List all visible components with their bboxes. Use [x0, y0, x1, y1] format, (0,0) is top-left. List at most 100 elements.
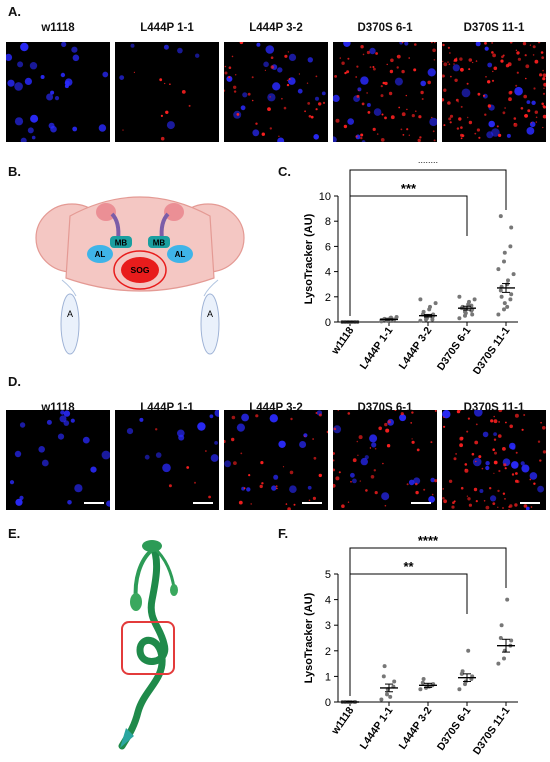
- nucleus-spot: [64, 78, 73, 86]
- lysotracker-spot: [421, 98, 424, 100]
- nucleus-spot: [102, 71, 109, 78]
- nucleus-spot: [352, 478, 357, 484]
- nucleus-spot: [360, 76, 369, 85]
- lysotracker-spot: [430, 441, 433, 444]
- lysotracker-spot: [251, 99, 254, 102]
- nucleus-spot: [333, 94, 340, 102]
- lysotracker-spot: [335, 118, 340, 123]
- lysotracker-spot: [338, 471, 341, 474]
- lysotracker-spot: [418, 115, 422, 119]
- data-point: [421, 309, 426, 314]
- lysotracker-spot: [498, 421, 500, 423]
- lysotracker-spot: [542, 126, 544, 129]
- nucleus-spot: [27, 127, 34, 134]
- lysotracker-spot: [498, 410, 503, 413]
- lysotracker-spot: [304, 435, 306, 437]
- lysotracker-spot: [390, 58, 394, 63]
- lysotracker-spot: [366, 50, 370, 55]
- lysotracker-spot: [406, 108, 408, 111]
- y-tick-label: 8: [325, 216, 331, 228]
- lysotracker-spot: [524, 114, 528, 118]
- nucleus-spot: [41, 459, 49, 467]
- brain-label-al-left: AL: [95, 250, 106, 259]
- scale-bar: [302, 502, 322, 504]
- nucleus-spot: [399, 414, 407, 422]
- nucleus-spot: [7, 79, 15, 87]
- lysotracker-spot: [515, 451, 518, 454]
- nucleus-spot: [484, 46, 489, 51]
- lysotracker-spot: [398, 106, 401, 109]
- data-point: [496, 661, 501, 666]
- lysotracker-spot: [457, 101, 459, 103]
- nucleus-spot: [303, 433, 308, 438]
- lysotracker-spot: [337, 410, 340, 412]
- data-point: [498, 288, 503, 293]
- nucleus-spot: [195, 53, 200, 58]
- nucleus-spot: [38, 446, 45, 453]
- lysotracker-spot: [530, 506, 533, 508]
- lysotracker-spot: [401, 69, 405, 74]
- micrograph-d-4-svg: [442, 410, 546, 510]
- lysotracker-spot: [339, 57, 341, 59]
- lysotracker-spot: [208, 495, 211, 499]
- lysotracker-spot: [501, 55, 504, 59]
- lysotracker-spot: [384, 504, 387, 507]
- nucleus-spot: [50, 125, 57, 133]
- lysotracker-spot: [343, 124, 348, 129]
- lysotracker-spot: [443, 499, 447, 504]
- nucleus-spot: [413, 477, 421, 485]
- lysotracker-spot: [540, 51, 544, 54]
- lysotracker-spot: [385, 428, 390, 433]
- y-tick-label: 3: [325, 620, 331, 632]
- lysotracker-spot: [370, 475, 375, 479]
- nucleus-spot: [60, 410, 65, 415]
- lysotracker-spot: [456, 410, 461, 414]
- nucleus-spot: [493, 432, 497, 436]
- lysotracker-spot: [235, 74, 237, 76]
- lysotracker-spot: [447, 61, 449, 63]
- data-point: [496, 267, 501, 272]
- lysotracker-spot: [384, 116, 387, 120]
- nucleus-spot: [267, 93, 276, 102]
- lysotracker-spot: [471, 452, 475, 456]
- lysotracker-spot: [344, 71, 347, 75]
- lysotracker-spot: [376, 133, 379, 135]
- nucleus-spot: [299, 441, 307, 448]
- lysotracker-spot: [468, 68, 471, 71]
- lysotracker-spot: [448, 479, 453, 483]
- data-point: [382, 664, 387, 669]
- x-tick-label: L444P 3-2: [397, 705, 435, 752]
- lysotracker-spot: [313, 456, 317, 460]
- lysotracker-spot: [460, 105, 463, 108]
- lysotracker-spot: [455, 98, 459, 102]
- lysotracker-spot: [514, 413, 519, 418]
- nucleus-spot: [240, 105, 246, 111]
- data-point: [502, 259, 506, 264]
- lysotracker-spot: [298, 73, 300, 75]
- lysotracker-spot: [515, 479, 519, 483]
- nucleus-spot: [333, 136, 337, 142]
- nucleus-spot: [19, 495, 24, 500]
- data-point: [496, 312, 501, 317]
- data-point: [420, 680, 425, 685]
- lysotracker-spot: [537, 440, 541, 443]
- lysotracker-spot: [307, 102, 311, 105]
- lysotracker-spot: [236, 113, 240, 116]
- lysotracker-spot: [186, 466, 190, 469]
- lysotracker-spot: [360, 133, 364, 137]
- data-point: [472, 297, 477, 302]
- y-tick-label: 0: [325, 697, 331, 709]
- lysotracker-spot: [228, 76, 231, 79]
- lysotracker-spot: [318, 413, 322, 417]
- lysotracker-spot: [318, 473, 322, 478]
- nucleus-spot: [307, 485, 312, 490]
- lysotracker-spot: [516, 51, 520, 55]
- lysotracker-spot: [267, 107, 271, 111]
- nucleus-spot: [119, 75, 125, 80]
- data-point: [502, 656, 506, 661]
- nucleus-spot: [6, 53, 13, 61]
- lysotracker-spot: [543, 87, 545, 89]
- lysotracker-spot: [514, 503, 518, 507]
- lysotracker-spot: [542, 92, 546, 95]
- lysotracker-spot: [468, 503, 472, 507]
